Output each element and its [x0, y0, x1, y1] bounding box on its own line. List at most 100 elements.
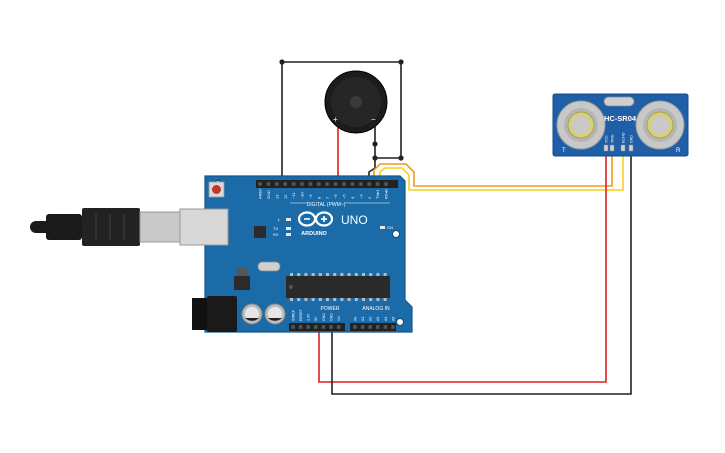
- power-pin-label: 3.3V: [307, 313, 311, 321]
- buzzer-plus-label: +: [333, 115, 338, 124]
- chip-pin: [333, 273, 337, 276]
- transducer-right: [635, 100, 685, 150]
- chip-pin: [347, 298, 351, 301]
- digital-pin-label: ~11: [291, 192, 296, 199]
- power-pin-hole[interactable]: [336, 325, 341, 329]
- digital-pin-hole[interactable]: [291, 182, 296, 186]
- analog-pin-label: A3: [376, 317, 380, 321]
- digital-header-label: DIGITAL (PWM~): [307, 202, 346, 208]
- sensor-pin-label: ECHO: [621, 132, 625, 143]
- chip-pin: [369, 273, 373, 276]
- chip-pin: [376, 273, 380, 276]
- usb-chip: [254, 226, 266, 238]
- sensor-pin[interactable]: [628, 144, 634, 152]
- digital-pin-hole[interactable]: [258, 182, 262, 186]
- wire-node: [372, 155, 378, 161]
- analog-pin-hole[interactable]: [360, 325, 365, 329]
- digital-pin-label: TX▸1: [375, 189, 380, 199]
- power-pin-hole[interactable]: [291, 325, 295, 329]
- piezo-buzzer[interactable]: + −: [324, 70, 388, 134]
- digital-pin-label: ~3: [358, 194, 363, 199]
- digital-pin-label: 7: [325, 196, 330, 199]
- chip-pin: [354, 298, 358, 301]
- chip-pin: [383, 273, 387, 276]
- svg-text:R: R: [676, 148, 681, 154]
- svg-text:L: L: [278, 217, 281, 222]
- svg-text:TX: TX: [273, 226, 278, 231]
- wire-vcc[interactable]: [318, 150, 607, 383]
- digital-pin-label: ~5: [342, 194, 347, 199]
- digital-pin-hole[interactable]: [325, 182, 329, 186]
- digital-pin-hole[interactable]: [266, 182, 271, 186]
- digital-pin-hole[interactable]: [342, 182, 346, 186]
- power-pin-hole[interactable]: [314, 325, 318, 329]
- digital-pin-hole[interactable]: [350, 182, 355, 186]
- digital-pin-hole[interactable]: [367, 182, 371, 186]
- digital-pin-hole[interactable]: [300, 182, 304, 186]
- power-pin-hole[interactable]: [329, 325, 333, 329]
- power-pin-label: GND: [329, 313, 333, 321]
- chip-pin: [333, 298, 337, 301]
- power-pin-hole[interactable]: [321, 325, 326, 329]
- digital-pin-hole[interactable]: [308, 182, 313, 186]
- sensor-pin[interactable]: [609, 144, 615, 152]
- analog-header-label: ANALOG IN: [362, 306, 390, 312]
- chip-pin: [290, 273, 293, 276]
- analog-pin-label: A1: [361, 317, 365, 321]
- voltage-regulator: [234, 276, 250, 290]
- digital-pin-hole[interactable]: [275, 182, 279, 186]
- led-on: [380, 226, 385, 229]
- digital-pin-hole[interactable]: [359, 182, 363, 186]
- digital-pin-hole[interactable]: [283, 182, 287, 186]
- wire-gnd[interactable]: [331, 150, 632, 395]
- digital-pin-hole[interactable]: [384, 182, 388, 186]
- board-brand: ARDUINO: [301, 231, 327, 237]
- digital-pin-label: AREF: [258, 188, 263, 199]
- svg-text:T: T: [562, 148, 566, 154]
- analog-pin-label: A2: [369, 317, 373, 321]
- sensor-pin-label: VCC: [604, 135, 608, 143]
- digital-pin-label: ~9: [308, 194, 313, 199]
- power-pin-label: Vin: [337, 316, 341, 321]
- digital-pin-hole[interactable]: [317, 182, 321, 186]
- analog-pin-hole[interactable]: [383, 325, 388, 329]
- digital-pin-label: ~6: [333, 194, 338, 199]
- analog-pin-hole[interactable]: [368, 325, 372, 329]
- analog-pin-hole[interactable]: [353, 325, 357, 329]
- digital-pin-label: 8: [316, 196, 321, 199]
- chip-pin: [347, 273, 351, 276]
- board-model: UNO: [341, 213, 368, 227]
- analog-pin-hole[interactable]: [376, 325, 380, 329]
- led-l: [286, 218, 291, 221]
- crystal: [257, 261, 281, 272]
- power-pin-hole[interactable]: [298, 325, 303, 329]
- atmega-chip: [286, 273, 390, 301]
- analog-pin-hole[interactable]: [391, 325, 395, 329]
- power-jack: [192, 296, 237, 332]
- analog-pin-label: A0: [353, 317, 357, 321]
- chip-pin: [318, 298, 322, 301]
- analog-pin-label: A4: [384, 317, 388, 321]
- power-pin-label: IOREF: [291, 309, 295, 321]
- transducer-left: [556, 100, 606, 150]
- chip-pin: [311, 273, 315, 276]
- sensor-pin[interactable]: [620, 144, 626, 152]
- wires: [279, 59, 632, 395]
- power-pin-hole[interactable]: [306, 325, 310, 329]
- chip-pin: [362, 273, 365, 276]
- wire-echo[interactable]: [379, 150, 624, 191]
- digital-pin-label: GND: [266, 190, 271, 199]
- sensor-pin[interactable]: [603, 144, 609, 152]
- digital-pin-hole[interactable]: [375, 182, 380, 186]
- analog-header: [350, 323, 396, 331]
- digital-pin-label: RX◂0: [384, 188, 389, 199]
- chip-pin: [340, 298, 344, 301]
- chip-pin: [383, 298, 387, 301]
- chip-pin: [340, 273, 344, 276]
- wire-trig[interactable]: [373, 150, 613, 187]
- digital-pin-hole[interactable]: [333, 182, 338, 186]
- digital-pin-label: 12: [283, 194, 288, 199]
